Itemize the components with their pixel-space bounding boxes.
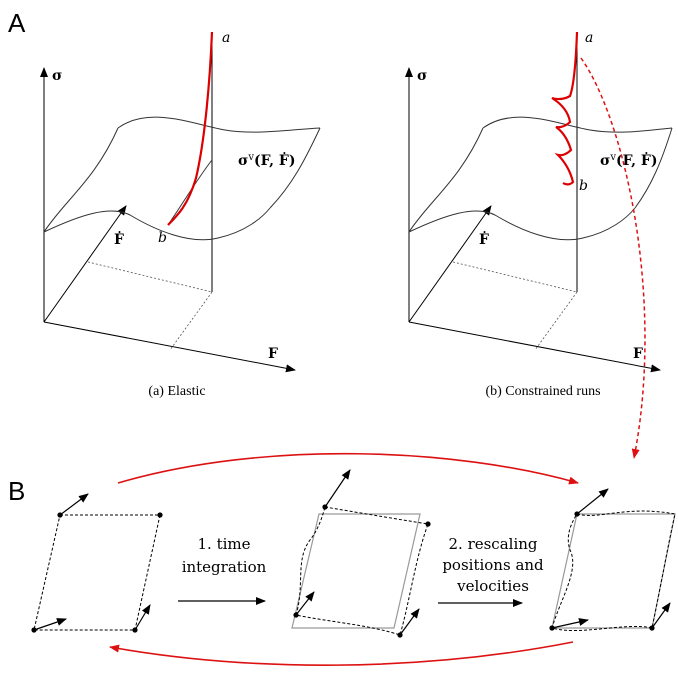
step2-line2: positions and: [442, 556, 544, 574]
f-label: F: [268, 346, 278, 362]
projection-dash: [452, 261, 578, 293]
surface-label: σv(F, Ḟ): [600, 150, 657, 169]
f-label: F: [633, 346, 643, 362]
plot-elastic: σ a b σv(F, Ḟ) Ḟ F (a) Elastic: [40, 30, 321, 399]
fdot-axis: [408, 205, 492, 323]
projection-dash: [534, 291, 578, 351]
elastic-path: [167, 31, 214, 226]
point-b-label: b: [158, 230, 167, 246]
velocity-vector: [576, 488, 609, 515]
point-b-label: b: [579, 178, 588, 194]
step2-line3: velocities: [456, 577, 529, 595]
caption-elastic: (a) Elastic: [148, 384, 205, 399]
loop-arrow-back: [109, 641, 574, 666]
fdot-label: Ḟ: [114, 229, 124, 248]
cell-rescaled: [549, 488, 676, 631]
cell-initial: [31, 493, 163, 633]
surface-front-edge: [43, 207, 271, 241]
projection-dash: [169, 291, 213, 351]
velocity-vector: [324, 469, 351, 508]
cell-outline: [33, 514, 161, 631]
surface-right-edge: [269, 127, 321, 209]
panel-a-letter: A: [8, 8, 26, 38]
velocity-vector: [134, 604, 151, 631]
surface-front-edge: [408, 207, 636, 241]
cell-integrated: [291, 469, 431, 638]
particle: [425, 521, 431, 527]
loop-arrow-forward: [117, 452, 579, 485]
projection-dash: [87, 261, 213, 293]
surface-left-edge: [43, 127, 119, 233]
surface-right-edge: [634, 127, 673, 209]
cell-box: [291, 513, 421, 629]
particle: [157, 512, 163, 518]
cell-box: [551, 513, 676, 629]
panel-b-letter: B: [8, 476, 25, 506]
constrained-path: [551, 31, 579, 186]
fdot-label: Ḟ: [479, 229, 489, 248]
surface-back-edge: [482, 116, 673, 133]
velocity-vector: [551, 618, 589, 629]
connector-arrow: [580, 57, 646, 459]
deformed-cell: [551, 510, 676, 631]
velocity-vector: [33, 618, 67, 631]
step2-line1: 2. rescaling: [448, 535, 537, 553]
deformed-cell: [295, 506, 429, 636]
velocity-vector: [651, 602, 671, 629]
velocity-vector: [59, 493, 89, 516]
f-axis: [43, 321, 296, 373]
point-a-label: a: [222, 30, 230, 46]
step1-line1: 1. time: [197, 535, 250, 553]
step1-line2: integration: [182, 558, 267, 576]
caption-constrained: (b) Constrained runs: [485, 384, 600, 399]
f-axis: [408, 321, 661, 373]
point-a-label: a: [585, 30, 593, 46]
sigma-label: σ: [417, 68, 427, 84]
surface-left-edge: [408, 127, 484, 233]
sigma-label: σ: [52, 68, 62, 84]
velocity-vector: [399, 608, 420, 636]
velocity-vector: [295, 591, 315, 616]
fdot-axis: [43, 205, 127, 323]
surface-back-edge: [117, 116, 321, 133]
surface-label: σv(F, Ḟ): [238, 150, 295, 169]
plot-constrained: σ a b σv(F, Ḟ) Ḟ F (b) Constrained runs: [405, 30, 673, 399]
